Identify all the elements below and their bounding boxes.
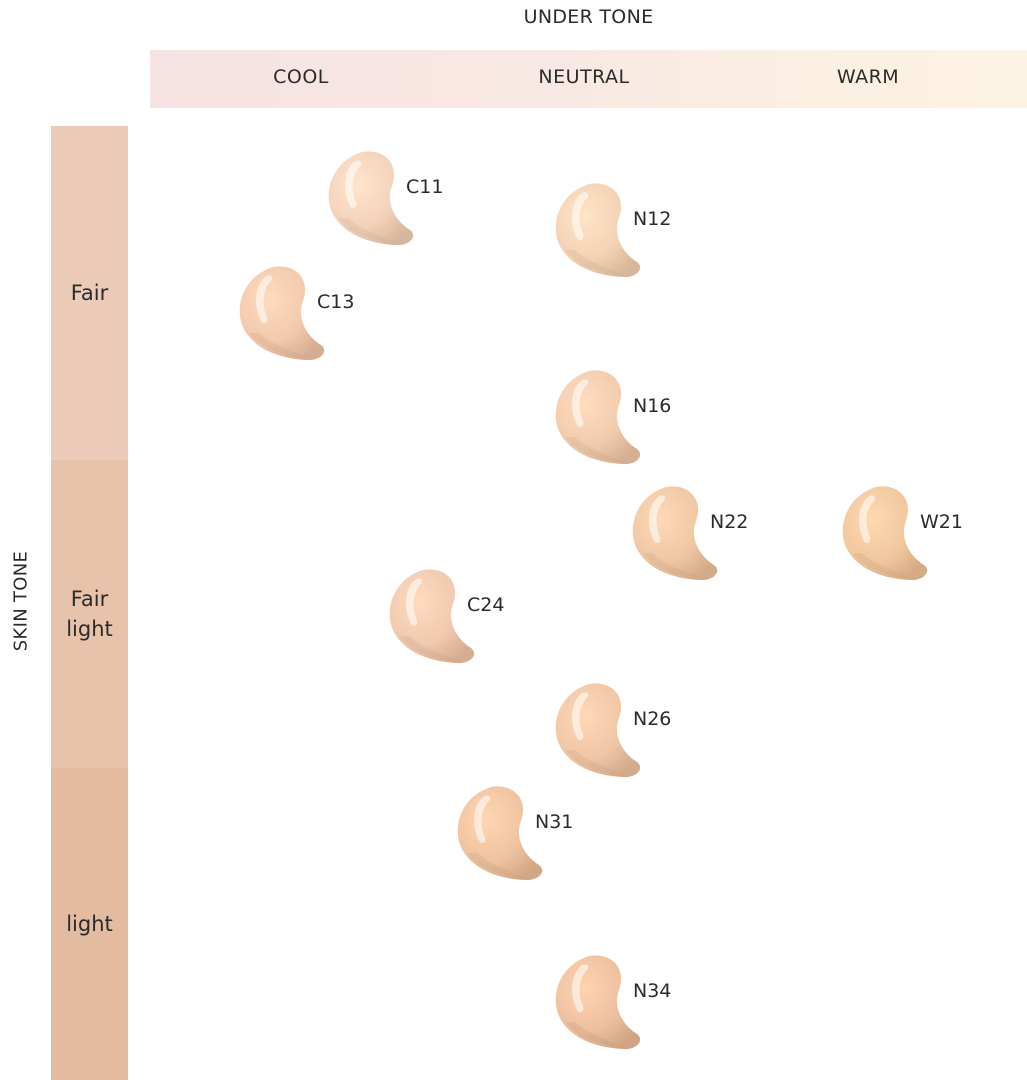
swatch-body [389, 569, 475, 664]
swatch-highlight [572, 192, 589, 241]
row-band-fair: Fair [51, 126, 128, 460]
shade-code: N12 [633, 208, 672, 230]
swatch-body [555, 370, 641, 465]
swatch-highlight [572, 964, 589, 1013]
shade-code: N16 [633, 395, 672, 417]
swatch-body [457, 786, 543, 881]
swatch-drop-icon [555, 370, 641, 465]
swatch-highlight [572, 692, 589, 741]
swatch-shadow [399, 636, 459, 661]
swatch-highlight [256, 275, 273, 324]
swatch-drop-icon [328, 151, 414, 246]
swatch-body [555, 955, 641, 1050]
undertone-band: COOL NEUTRAL WARM [150, 50, 1027, 108]
shade-n12: N12 [551, 180, 751, 290]
shade-n16: N16 [551, 367, 751, 477]
row-label-fair: Fair [70, 280, 109, 305]
swatch-drop-icon [389, 569, 475, 664]
shade-c24: C24 [385, 566, 585, 676]
shade-n34: N34 [551, 952, 751, 1062]
swatch-drop-icon [632, 486, 718, 581]
swatch-shadow [249, 333, 309, 358]
swatch-shadow [642, 553, 702, 578]
column-label-neutral: NEUTRAL [538, 66, 630, 88]
swatch-drop-icon [555, 683, 641, 778]
swatch-drop-icon [457, 786, 543, 881]
shade-code: N34 [633, 980, 672, 1002]
swatch-body [842, 486, 928, 581]
swatch-highlight [859, 495, 876, 544]
swatch-drop-icon [239, 266, 325, 361]
row-band-light: light [51, 768, 128, 1080]
swatch-highlight [406, 578, 423, 627]
shade-code: W21 [920, 511, 963, 533]
swatch-shadow [852, 553, 912, 578]
row-label-fair-light-line2: light [66, 617, 113, 641]
shade-code: N31 [535, 811, 574, 833]
shade-code: C24 [467, 594, 505, 616]
shade-c11: C11 [324, 148, 524, 258]
undertone-title: UNDER TONE [523, 6, 654, 28]
swatch-drop-icon [555, 183, 641, 278]
swatch-body [239, 266, 325, 361]
swatch-shadow [565, 750, 625, 775]
swatch-highlight [345, 160, 362, 209]
swatch-body [632, 486, 718, 581]
swatch-shadow [565, 250, 625, 275]
shade-n31: N31 [453, 783, 653, 893]
shade-code: C11 [406, 176, 444, 198]
row-label-light: light [66, 911, 113, 936]
swatch-shadow [467, 853, 527, 878]
row-band-fair-light: Fair light [51, 460, 128, 768]
column-label-cool: COOL [273, 66, 329, 88]
shade-code: N26 [633, 708, 672, 730]
swatch-body [328, 151, 414, 246]
shade-code: C13 [317, 291, 355, 313]
shade-c13: C13 [235, 263, 435, 373]
shade-n22: N22 [628, 483, 828, 593]
swatch-body [555, 683, 641, 778]
swatch-shadow [338, 218, 398, 243]
shade-n26: N26 [551, 680, 751, 790]
swatch-shadow [565, 1022, 625, 1047]
skintone-title: SKIN TONE [10, 550, 32, 652]
swatch-highlight [474, 795, 491, 844]
shade-w21: W21 [838, 483, 1027, 593]
swatch-highlight [649, 495, 666, 544]
shade-code: N22 [710, 511, 749, 533]
swatch-highlight [572, 379, 589, 428]
column-label-warm: WARM [836, 66, 900, 88]
swatch-shadow [565, 437, 625, 462]
swatch-drop-icon [842, 486, 928, 581]
row-label-fair-light-line1: Fair [70, 586, 109, 611]
swatch-drop-icon [555, 955, 641, 1050]
swatch-body [555, 183, 641, 278]
